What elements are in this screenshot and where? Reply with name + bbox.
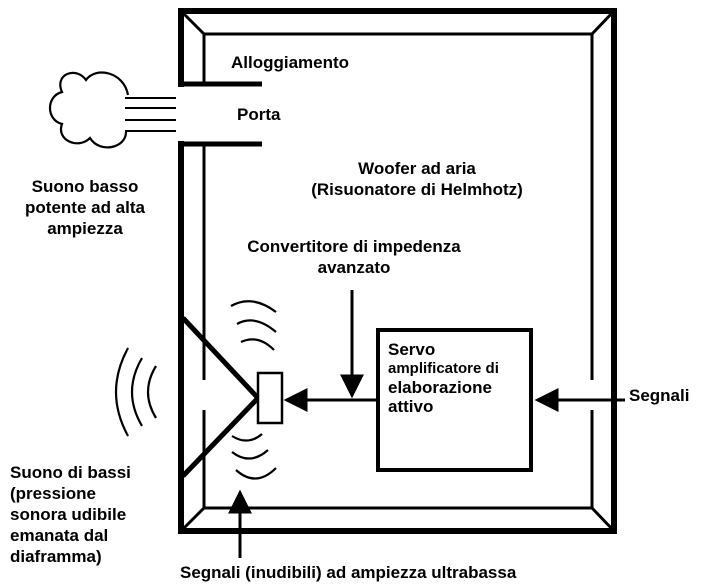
converter-label: Convertitore di impedenza avanzato [212, 236, 496, 278]
servo-amplifier-box [376, 328, 533, 472]
loud-sound-label: Suono basso potente ad alta ampiezza [0, 176, 170, 239]
housing-inner-wall [179, 9, 616, 533]
bass-sound-label: Suono di bassi (pressione sonora udibile… [10, 462, 131, 567]
housing-outer-wall [178, 8, 617, 534]
loud-sound-label-line-1: Suono basso [31, 177, 139, 196]
bass-sound-label-line-5: diaframma) [10, 547, 102, 566]
servo-label: Servo amplificatore di elaborazione atti… [388, 340, 499, 416]
input-signals-label: Segnali [629, 386, 690, 405]
servo-label-line-1: Servo [388, 340, 436, 359]
ultralow-signals-label: Segnali (inudibili) ad ampiezza ultrabas… [180, 563, 517, 582]
servo-label-line-2: amplificatore di [388, 360, 499, 377]
woofer-label: Woofer ad aria (Risuonatore di Helmhotz) [262, 158, 572, 200]
sound-cloud-icon [48, 71, 130, 149]
signal-arrows [228, 290, 625, 558]
converter-label-line-2: avanzato [317, 258, 391, 277]
diaphragm-cone [181, 316, 260, 478]
housing-label: Alloggiamento [231, 53, 350, 72]
ultralow-signal-waves-lower [231, 433, 277, 480]
port-airflow-lines [125, 97, 176, 132]
bass-sound-label-line-3: sonora udibile [10, 505, 127, 524]
bass-sound-waves [114, 347, 157, 437]
servo-label-line-3: elaborazione [388, 378, 492, 397]
ultralow-signal-waves-upper [230, 300, 277, 351]
loud-sound-label-line-3: ampiezza [47, 219, 123, 238]
bass-sound-label-line-4: emanata dal [10, 526, 109, 545]
woofer-label-line-2: (Risuonatore di Helmhotz) [311, 180, 523, 199]
servo-label-line-4: attivo [388, 397, 434, 416]
bass-sound-label-line-2: (pressione [10, 484, 96, 503]
converter-label-line-1: Convertitore di impedenza [247, 237, 461, 256]
voice-coil [256, 371, 284, 425]
bass-sound-label-line-1: Suono di bassi [10, 463, 131, 482]
loud-sound-label-line-2: potente ad alta [25, 198, 145, 217]
woofer-label-line-1: Woofer ad aria [358, 159, 476, 178]
port-label: Porta [237, 105, 281, 124]
wall-gaps [200, 380, 596, 410]
port-tube [181, 81, 262, 147]
